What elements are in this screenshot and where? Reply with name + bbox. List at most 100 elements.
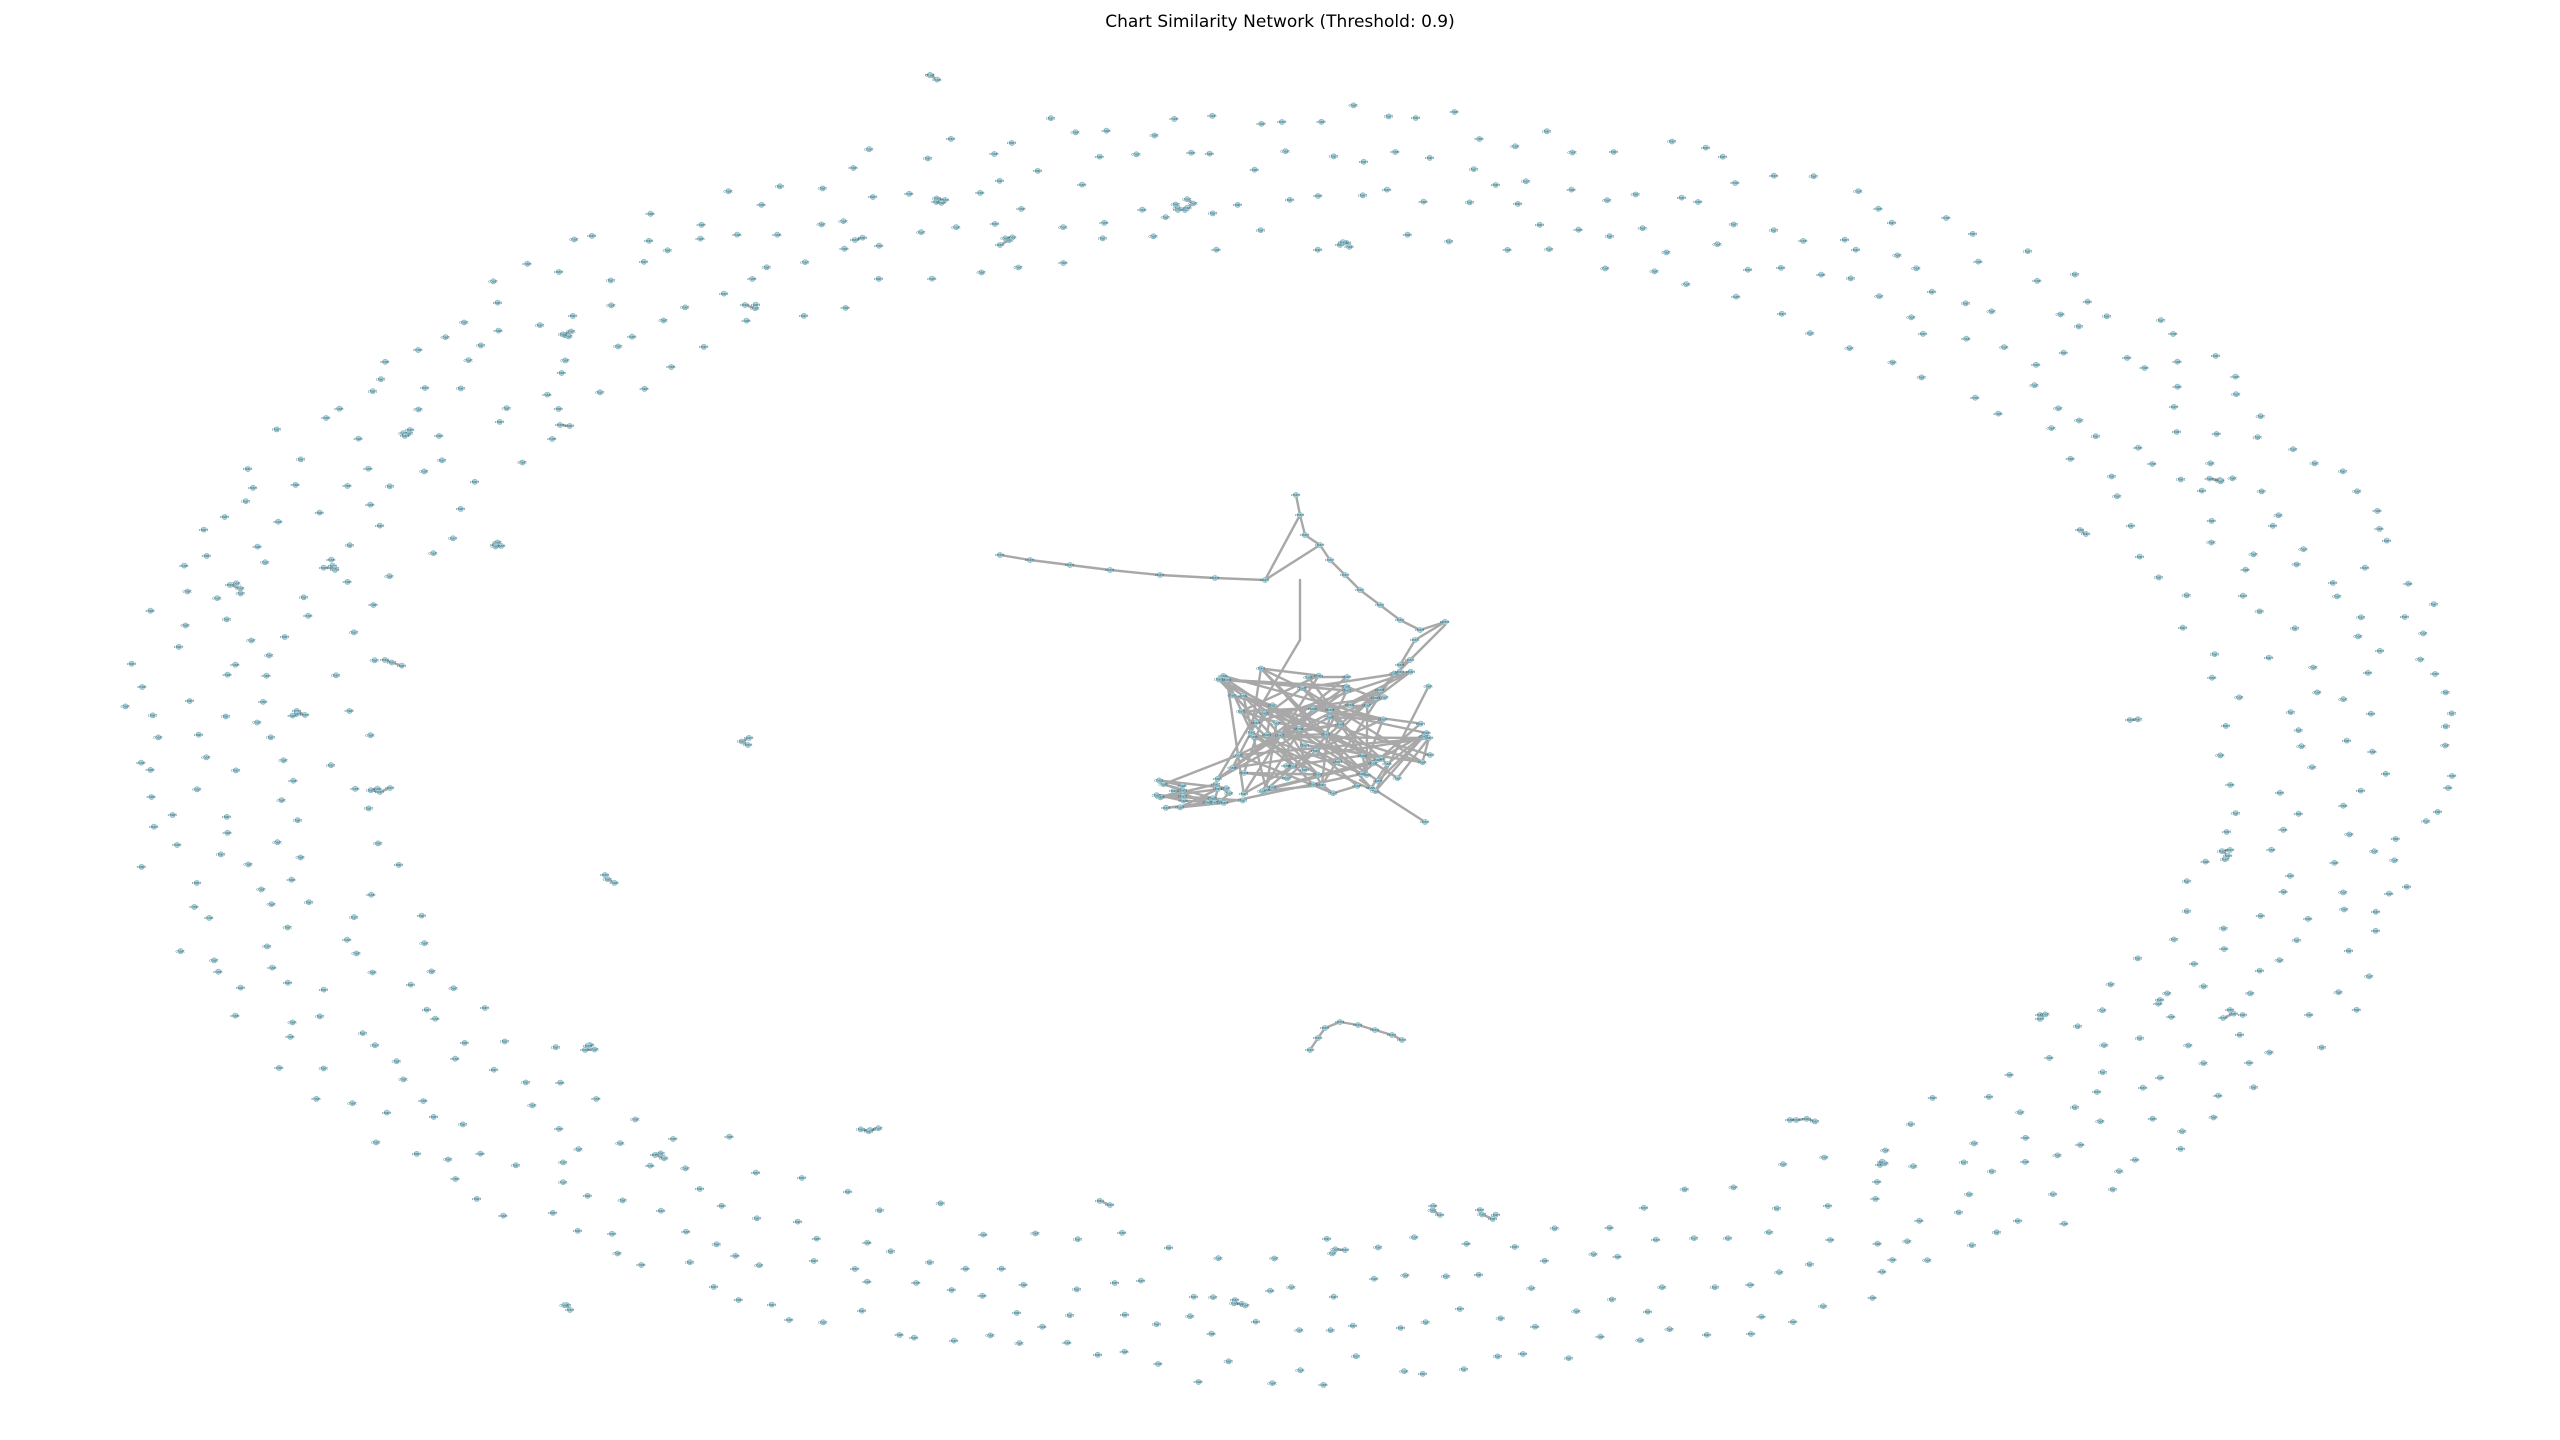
graph-node xyxy=(2355,633,2362,640)
node-label: chart xyxy=(441,335,451,339)
node-label: chart xyxy=(1550,1227,1560,1231)
node-label: chart xyxy=(868,195,878,199)
graph-node xyxy=(987,1332,994,1339)
node-label: chart xyxy=(1153,1362,1163,1366)
node-label: chart xyxy=(1098,237,1108,241)
node-label: chart xyxy=(1194,1380,1204,1384)
node-label: chart xyxy=(420,386,430,390)
node-label: chart xyxy=(1424,685,1434,689)
node-label: chart xyxy=(1318,1383,1328,1387)
node-label: chart xyxy=(450,1177,460,1181)
node-label: chart xyxy=(1702,1333,1712,1337)
node-label: chart xyxy=(864,147,874,151)
graph-node xyxy=(1644,1308,1651,1315)
node-label: chart xyxy=(554,270,564,274)
node-label: chart xyxy=(358,1031,368,1035)
node-label: chart xyxy=(470,480,480,484)
node-label: chart xyxy=(149,825,159,829)
node-label: chart xyxy=(2292,563,2302,567)
node-label: chart xyxy=(1665,1327,1675,1331)
graph-node xyxy=(617,1140,624,1146)
node-label: chart xyxy=(1358,754,1368,758)
node-label: chart xyxy=(995,243,1005,247)
graph-node xyxy=(1121,1311,1128,1318)
graph-node xyxy=(393,1058,400,1065)
node-label: chart xyxy=(2059,1222,2069,1226)
graph-node xyxy=(926,1259,933,1266)
node-label: chart xyxy=(2147,462,2157,466)
node-label: chart xyxy=(2360,566,2370,570)
node-label: chart xyxy=(557,371,567,375)
node-label: chart xyxy=(2138,1086,2148,1090)
node-label: chart xyxy=(858,236,868,240)
node-label: chart xyxy=(1362,704,1372,708)
graph-node xyxy=(1590,1251,1597,1257)
node-label: chart xyxy=(1870,1197,1880,1201)
node-label: chart xyxy=(2172,430,2182,434)
node-label: chart xyxy=(895,1333,905,1337)
node-label: chart xyxy=(220,515,230,519)
graph-node xyxy=(2140,1084,2146,1091)
node-label: chart xyxy=(975,191,985,195)
node-label: chart xyxy=(875,1209,885,1213)
graph-node xyxy=(175,644,182,650)
node-label: chart xyxy=(1275,733,1285,737)
graph-node xyxy=(495,327,502,334)
graph-node xyxy=(1034,167,1041,174)
node-label: chart xyxy=(1390,150,1400,154)
node-label: chart xyxy=(1917,376,1927,380)
node-label: chart xyxy=(1000,237,1010,241)
graph-node xyxy=(1138,1277,1144,1284)
node-label: chart xyxy=(235,587,245,591)
graph-node xyxy=(1971,1140,1977,1147)
node-label: chart xyxy=(1213,787,1223,791)
graph-node xyxy=(1397,1325,1404,1331)
graph-edge xyxy=(1225,678,1245,795)
node-label: chart xyxy=(192,881,202,885)
node-label: chart xyxy=(2338,697,2348,701)
node-label: chart xyxy=(2274,514,2284,518)
node-label: chart xyxy=(1161,806,1171,810)
node-label: chart xyxy=(1914,1219,1924,1223)
node-label: chart xyxy=(1093,1353,1103,1357)
graph-node xyxy=(215,968,222,975)
node-label: chart xyxy=(1774,1270,1784,1274)
node-label: chart xyxy=(2352,1008,2362,1012)
node-label: chart xyxy=(517,461,527,465)
graph-node xyxy=(2353,1006,2360,1013)
graph-node xyxy=(1747,1282,1754,1288)
graph-edge xyxy=(1331,784,1359,795)
node-label: chart xyxy=(1370,789,1380,793)
node-label: chart xyxy=(1105,568,1115,572)
node-label: chart xyxy=(1712,242,1722,246)
node-label: chart xyxy=(189,905,199,909)
graph-node xyxy=(459,1121,466,1128)
node-label: chart xyxy=(252,721,262,725)
node-label: chart xyxy=(1906,1122,1916,1126)
graph-node xyxy=(191,904,198,910)
node-label: chart xyxy=(319,988,329,992)
graph-node xyxy=(1669,138,1675,145)
graph-node xyxy=(284,979,291,986)
node-label: chart xyxy=(1375,688,1385,692)
node-label: chart xyxy=(459,321,469,325)
graph-node xyxy=(284,924,291,931)
node-label: chart xyxy=(2189,962,2199,966)
node-label: chart xyxy=(2213,1094,2223,1098)
node-label: chart xyxy=(1062,1341,1072,1345)
node-label: chart xyxy=(1297,686,1307,690)
figure-title: Chart Similarity Network (Threshold: 0.9… xyxy=(1105,12,1455,32)
node-label: chart xyxy=(380,360,390,364)
graph-node xyxy=(1869,1295,1876,1301)
node-label: chart xyxy=(1014,1341,1024,1345)
graph-node xyxy=(2024,248,2031,254)
node-label: chart xyxy=(2433,810,2443,814)
graph-node xyxy=(452,1055,459,1062)
graph-node xyxy=(155,734,162,741)
node-label: chart xyxy=(199,528,209,532)
node-label: chart xyxy=(334,407,344,411)
node-label: chart xyxy=(1152,1322,1162,1326)
node-label: chart xyxy=(1025,558,1035,562)
node-label: chart xyxy=(862,1280,872,1284)
node-label: chart xyxy=(368,389,378,393)
